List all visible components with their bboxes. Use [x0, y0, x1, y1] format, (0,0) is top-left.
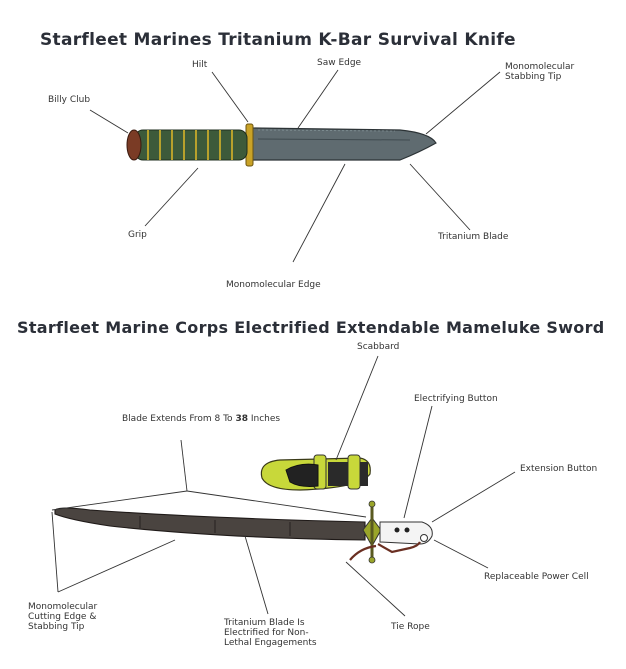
knife-grip-rings	[147, 130, 233, 160]
label-scabbard: Scabbard	[357, 342, 400, 352]
label-tie-rope: Tie Rope	[391, 622, 430, 632]
scabbard-strap-2	[347, 454, 361, 490]
label-stabbing-tip-line-1: Monomolecular	[505, 62, 575, 72]
label-hilt: Hilt	[192, 60, 208, 70]
label-blade-extends: Blade Extends From 8 To 38 Inches	[122, 414, 280, 424]
label-cutting-edge-line-2: Cutting Edge &	[28, 612, 97, 622]
sword-title: Starfleet Marine Corps Electrified Exten…	[17, 318, 605, 337]
label-billy-club: Billy Club	[48, 95, 91, 105]
label-tritanium-line-3: Lethal Engagements	[224, 638, 317, 648]
scabbard-band-3	[360, 462, 368, 486]
electrifying-button-dot	[394, 527, 400, 533]
power-cell-cap	[420, 534, 428, 542]
label-tritanium-line-2: Electrified for Non-	[224, 628, 309, 638]
label-blade-extends-post: Inches	[247, 414, 281, 424]
label-monomolecular-edge: Monomolecular Edge	[226, 280, 321, 290]
label-cutting-edge-line-3: Stabbing Tip	[28, 622, 85, 632]
label-grip: Grip	[128, 230, 147, 240]
knife-saw-edge	[257, 129, 396, 132]
knife-title: Starfleet Marines Tritanium K-Bar Surviv…	[40, 30, 516, 50]
label-tritanium-electrified: Tritanium Blade Is Electrified for Non- …	[224, 618, 324, 648]
label-tritanium-line-1: Tritanium Blade Is	[224, 618, 305, 628]
knife-fuller	[257, 138, 411, 141]
sword-illustration	[54, 500, 433, 564]
tie-rope	[349, 541, 421, 561]
label-electrifying-button: Electrifying Button	[414, 394, 498, 404]
scabbard-band-2	[328, 462, 348, 486]
knife-leaders	[89, 69, 501, 263]
label-saw-edge: Saw Edge	[317, 58, 362, 68]
sword-hilt	[379, 521, 433, 545]
label-blade-extends-num: 38	[235, 414, 248, 424]
knife-grip	[134, 129, 248, 161]
label-stabbing-tip: Monomolecular Stabbing Tip	[505, 62, 574, 82]
label-blade-extends-pre: Blade Extends From 8 To	[122, 414, 236, 424]
scabbard-illustration	[260, 454, 371, 491]
label-cutting-edge-line-1: Monomolecular	[28, 602, 98, 612]
label-cutting-edge: Monomolecular Cutting Edge & Stabbing Ti…	[28, 602, 108, 632]
label-extension-button: Extension Button	[520, 464, 598, 474]
sword-blade	[54, 507, 366, 541]
label-stabbing-tip-line-2: Stabbing Tip	[505, 72, 562, 82]
knife-blade	[251, 127, 437, 161]
knife-pommel	[126, 129, 142, 161]
label-power-cell: Replaceable Power Cell	[484, 572, 589, 582]
scabbard-band	[285, 463, 319, 487]
sword-leaders	[51, 355, 516, 617]
knife-illustration	[126, 123, 437, 167]
label-tritanium-blade: Tritanium Blade	[438, 232, 509, 242]
extension-button-dot	[404, 527, 410, 533]
